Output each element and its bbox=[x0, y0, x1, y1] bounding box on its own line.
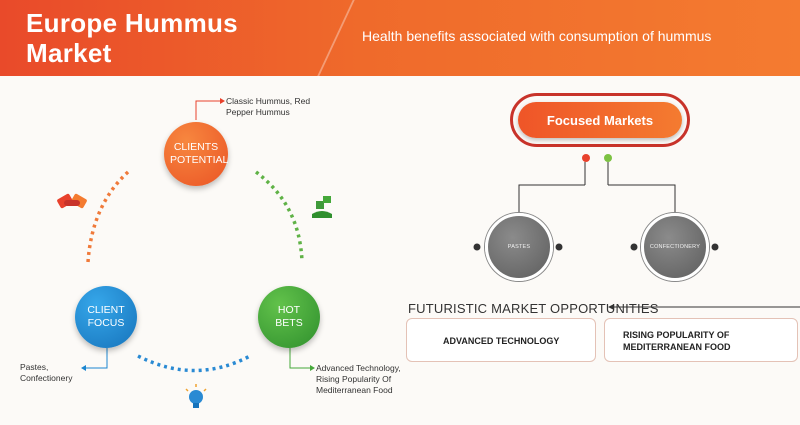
market-label-confectionery: CONFECTIONERY bbox=[649, 244, 701, 250]
status-dot-red bbox=[582, 154, 590, 162]
lightbulb-icon bbox=[185, 384, 207, 408]
clients-potential-circle: CLIENTS POTENTIAL bbox=[164, 122, 228, 186]
handshake-icon bbox=[57, 193, 87, 209]
status-dot-green bbox=[604, 154, 612, 162]
clients-potential-label: CLIENTS POTENTIAL bbox=[170, 141, 229, 166]
tree-branch-right bbox=[608, 184, 676, 213]
hand-money-icon bbox=[312, 196, 332, 218]
cycle-arc-green bbox=[254, 170, 304, 263]
cycle-arc-orange bbox=[86, 170, 130, 263]
opportunity-card-1: ADVANCED TECHNOLOGY bbox=[406, 318, 596, 362]
opportunities-title: FUTURISTIC MARKET OPPORTUNITIES bbox=[408, 301, 659, 316]
market-label-pastes: PASTES bbox=[507, 244, 531, 250]
header-banner: Europe Hummus Market Health benefits ass… bbox=[0, 0, 800, 76]
focused-markets-title: Focused Markets bbox=[546, 112, 654, 128]
page-title: Europe Hummus Market bbox=[26, 8, 238, 68]
connector-hot-bets bbox=[289, 348, 310, 369]
hot-bets-circle: HOT BETS bbox=[258, 286, 320, 348]
focused-markets-pill: Focused Markets bbox=[518, 102, 682, 138]
clients-potential-note: Classic Hummus, Red Pepper Hummus bbox=[226, 96, 311, 117]
cycle-arc-blue bbox=[137, 354, 251, 373]
opportunity-label-2: RISING POPULARITY OF MEDITERRANEAN FOOD bbox=[623, 330, 731, 352]
connector-client-focus bbox=[86, 348, 108, 369]
opportunity-card-2: RISING POPULARITY OF MEDITERRANEAN FOOD bbox=[604, 318, 798, 362]
focused-markets-ring bbox=[510, 93, 690, 147]
hot-bets-note: Advanced Technology, Rising Popularity O… bbox=[316, 363, 401, 395]
tree-branch-left bbox=[518, 184, 585, 213]
page-subtitle: Health benefits associated with consumpt… bbox=[362, 28, 712, 44]
opportunity-label-1: ADVANCED TECHNOLOGY bbox=[443, 336, 560, 346]
client-focus-circle: CLIENT FOCUS bbox=[75, 286, 137, 348]
client-focus-label: CLIENT FOCUS bbox=[87, 304, 125, 329]
client-focus-note: Pastes, Confectionery bbox=[20, 362, 73, 383]
hot-bets-label: HOT BETS bbox=[275, 304, 303, 329]
market-circle-confectionery: CONFECTIONERY bbox=[641, 213, 709, 281]
connector-clients-potential bbox=[195, 100, 220, 120]
market-circle-pastes: PASTES bbox=[485, 213, 553, 281]
